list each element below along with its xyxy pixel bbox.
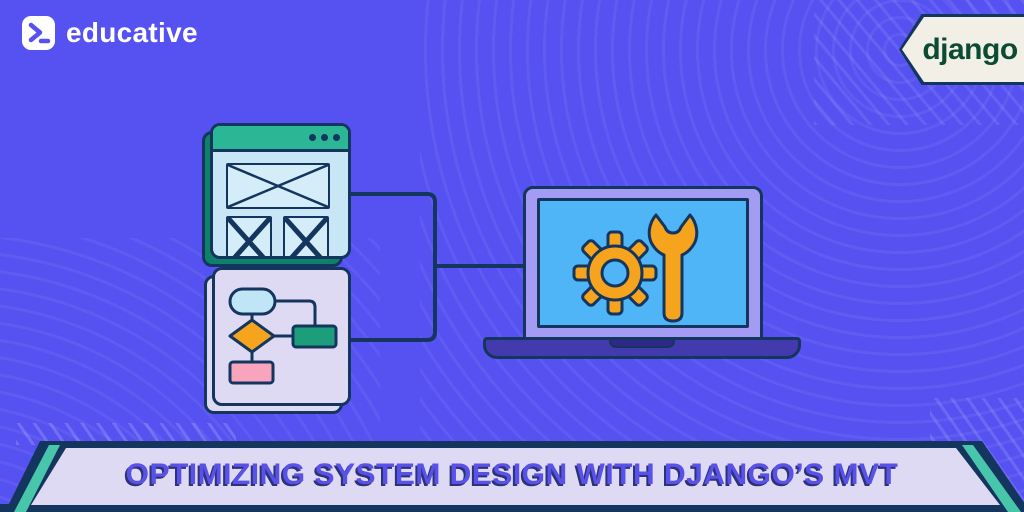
django-badge-label: django <box>922 32 1018 66</box>
terminal-prompt-icon <box>22 16 55 50</box>
educative-wordmark: educative <box>66 17 198 48</box>
bracket-connector <box>345 192 437 342</box>
wireframe-hero-crossed-box <box>226 163 330 209</box>
wireframe-left-crossed-box <box>226 216 272 256</box>
flowchart-process-green-rect <box>291 324 338 349</box>
django-badge: django <box>899 14 1024 85</box>
flowchart-end-pink-rect <box>228 360 275 385</box>
django-badge-fill: django <box>902 17 1024 82</box>
laptop-base <box>483 337 801 359</box>
dot-icon <box>309 134 316 141</box>
laptop-screen <box>537 198 749 328</box>
wireframe-right-crossed-box <box>283 216 329 256</box>
flowchart-start-pill <box>228 287 277 316</box>
dot-icon <box>333 134 340 141</box>
dot-icon <box>321 134 328 141</box>
background-stripe-patch-left <box>16 423 236 445</box>
flowchart-decision-diamond <box>228 318 276 354</box>
banner-title: OPTIMIZING SYSTEM DESIGN WITH DJANGO’S M… <box>125 458 899 491</box>
educative-logo: educative <box>22 16 198 50</box>
browser-titlebar-dots-icon <box>309 134 340 141</box>
flowchart-illustration <box>212 267 351 406</box>
wrench-icon <box>647 213 699 323</box>
gear-icon <box>572 230 658 316</box>
browser-window-illustration <box>210 123 351 259</box>
browser-titlebar <box>213 126 348 152</box>
laptop-illustration <box>523 186 763 343</box>
laptop-base-notch <box>609 338 675 348</box>
